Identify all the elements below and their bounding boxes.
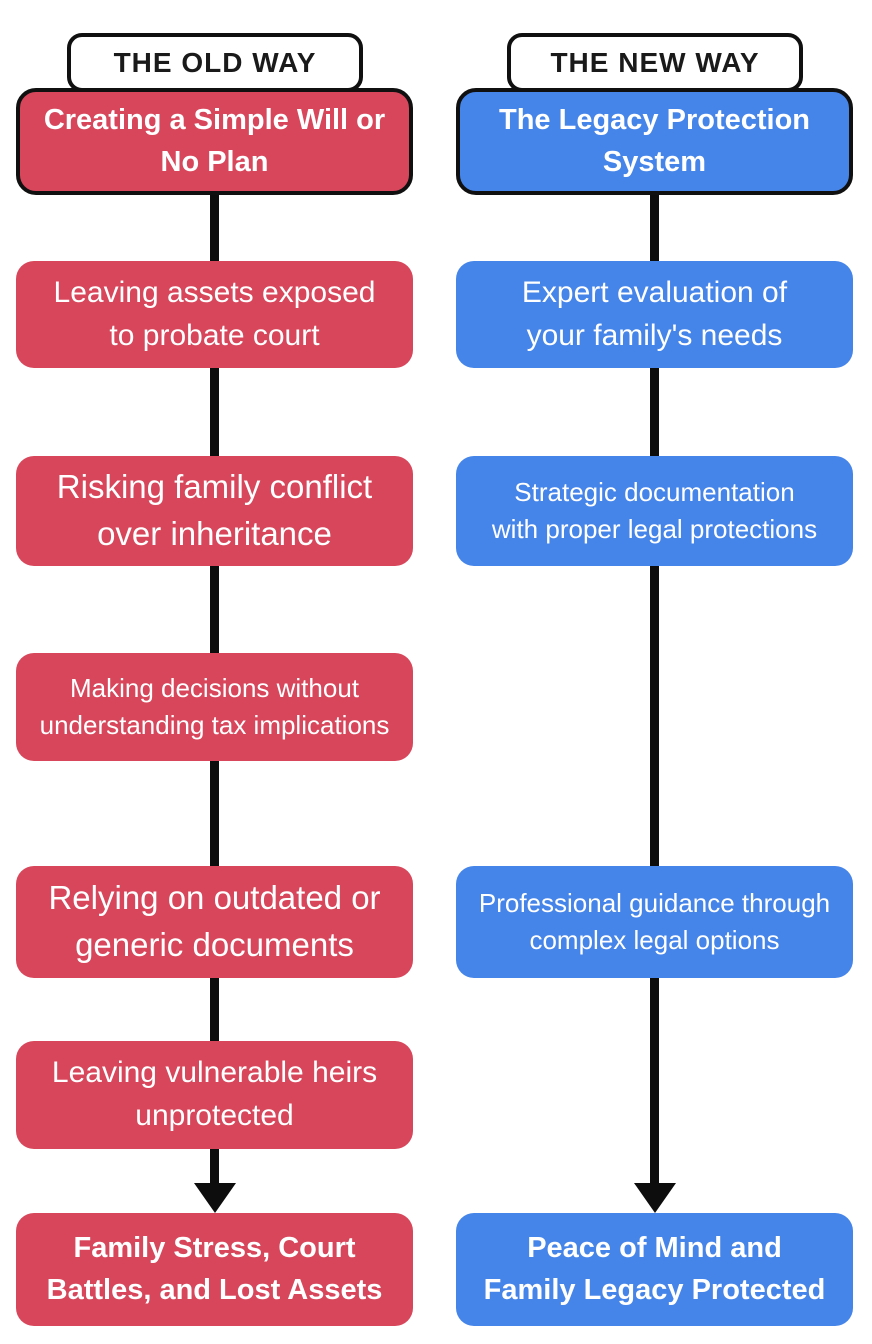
- old-way-step-5: Leaving vulnerable heirs unprotected: [16, 1041, 413, 1149]
- new-way-arrow-down-icon: [634, 1183, 676, 1213]
- new-way-connector-line: [650, 192, 659, 1184]
- old-way-header: THE OLD WAY: [67, 33, 363, 92]
- old-way-step-3: Making decisions without understanding t…: [16, 653, 413, 761]
- new-way-top-box: The Legacy Protection System: [456, 88, 853, 195]
- new-way-step-2: Strategic documentation with proper lega…: [456, 456, 853, 566]
- old-way-step-2: Risking family conflict over inheritance: [16, 456, 413, 566]
- old-way-result-box: Family Stress, Court Battles, and Lost A…: [16, 1213, 413, 1326]
- new-way-result-box: Peace of Mind and Family Legacy Protecte…: [456, 1213, 853, 1326]
- old-way-step-4: Relying on outdated or generic documents: [16, 866, 413, 978]
- new-way-header: THE NEW WAY: [507, 33, 803, 92]
- new-way-step-3: Professional guidance through complex le…: [456, 866, 853, 978]
- old-way-top-box: Creating a Simple Will or No Plan: [16, 88, 413, 195]
- old-way-step-1: Leaving assets exposed to probate court: [16, 261, 413, 368]
- new-way-step-1: Expert evaluation of your family's needs: [456, 261, 853, 368]
- old-way-arrow-down-icon: [194, 1183, 236, 1213]
